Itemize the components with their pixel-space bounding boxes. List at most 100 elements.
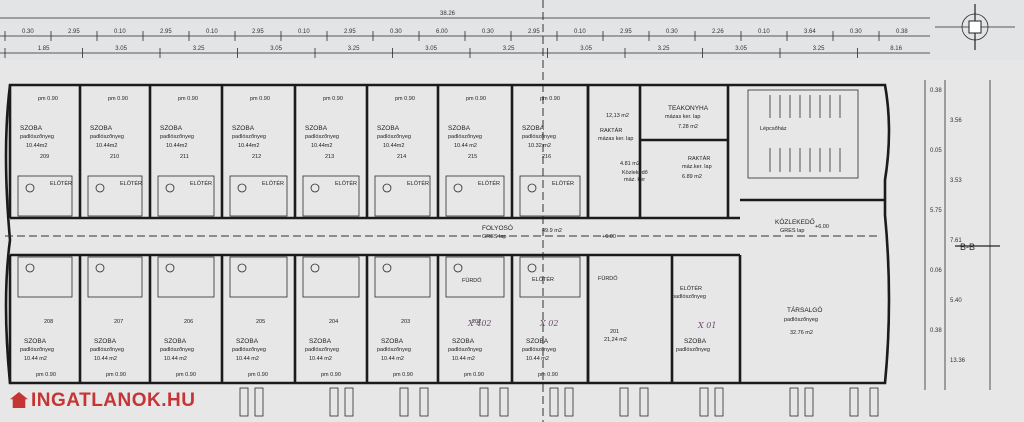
right-dim-value: 5.40 (950, 298, 962, 304)
window-mark (699, 387, 709, 417)
room-number: 209 (40, 154, 49, 160)
dim-row3-value: 3.25 (658, 46, 670, 52)
window-mark (419, 387, 429, 417)
handwritten-note-3: X 01 (697, 321, 716, 330)
dim-row2-value: 2.95 (528, 29, 540, 35)
teakonyha-name: TEAKONYHA (668, 105, 709, 112)
raktar2-floor: máz.ker. lap (682, 164, 712, 170)
sill-label: pm 0.90 (108, 96, 128, 102)
watermark-logo: INGATLANOK.HU (10, 390, 195, 412)
lepcsohaz-label: Lépcsőház (760, 126, 787, 132)
bathroom-box (157, 175, 215, 217)
room-number: 214 (397, 154, 406, 160)
sill-label: pm 0.90 (540, 96, 560, 102)
window-mark (329, 387, 339, 417)
room-floor: padlószőnyeg (377, 347, 411, 353)
room-area: 10.44 m2 (164, 356, 187, 362)
room-floor: padlószőnyeg (20, 347, 54, 353)
toilet-icon (382, 183, 392, 193)
furdo-right: FÜRDŐ (598, 275, 618, 282)
dim-row2-value: 3.64 (804, 29, 816, 35)
toilet-icon (453, 263, 463, 273)
room201-num: 201 (610, 329, 619, 335)
room201-area: 21,24 m2 (604, 337, 627, 343)
furdo-mid: FÜRDŐ (462, 277, 482, 284)
window-mark (564, 387, 574, 417)
paper-top (0, 0, 1024, 60)
right-dim-values: 0.383.560.053.535.757.610.065.400.3813.3… (930, 88, 966, 364)
room-area: 10.44 m2 (309, 356, 332, 362)
bathroom-box (445, 175, 505, 217)
toilet-icon (25, 183, 35, 193)
room-name: SZOBA (377, 125, 400, 132)
toilet-icon (237, 183, 247, 193)
eloter-label: ELŐTÉR (120, 180, 142, 187)
stairs-icon (747, 89, 859, 179)
sill-label: pm 0.90 (178, 96, 198, 102)
eloter-label: ELŐTÉR (190, 180, 212, 187)
dim-row2-value: 0.30 (390, 29, 402, 35)
sill-label: pm 0.90 (393, 372, 413, 378)
raktar-area: 12,13 m2 (606, 113, 629, 119)
room-floor: padlószőnyeg (160, 134, 194, 140)
dim-row3-value: 1.85 (38, 46, 50, 52)
dim-row3-value: 3.25 (348, 46, 360, 52)
room-area: 10.44m2 (238, 143, 259, 149)
room-floor: padlószőnyeg (522, 347, 556, 353)
kozlekedo-floor: GRES lap (780, 228, 804, 234)
handwritten-note-1: X 402 (467, 319, 492, 328)
room-number: 203 (401, 319, 410, 325)
dim-row3-value: 8.16 (890, 46, 902, 52)
room-area: 10.44m2 (26, 143, 47, 149)
bathroom-box (157, 256, 215, 298)
bathroom-box (17, 175, 73, 217)
window-mark (549, 387, 559, 417)
folyoso-name: FOLYOSÓ (482, 223, 513, 232)
room-number: 216 (542, 154, 551, 160)
level-mark-corridor: +6.00 (602, 234, 616, 240)
right-dim-value: 0.05 (930, 148, 942, 154)
dim-row2-value: 0.10 (574, 29, 586, 35)
toilet-icon (527, 263, 537, 273)
raktar2-name: RAKTÁR (688, 155, 710, 162)
eloter-mid: ELŐTÉR (532, 276, 554, 283)
room-floor: padlószőnyeg (305, 347, 339, 353)
room-name: SZOBA (309, 338, 332, 345)
bottom-window-sills (239, 387, 879, 417)
room-name: SZOBA (522, 125, 545, 132)
room-number: 202 (472, 319, 481, 325)
room-name: SZOBA (20, 125, 43, 132)
toilet-icon (165, 183, 175, 193)
room-area: 10.44 m2 (24, 356, 47, 362)
dim-row2-value: 6.00 (436, 29, 448, 35)
right-dimensions: B-B (924, 80, 1000, 390)
room-name: SZOBA (236, 338, 259, 345)
eloter-label: ELŐTÉR (335, 180, 357, 187)
room-area: 10.44m2 (96, 143, 117, 149)
room-number: 213 (325, 154, 334, 160)
window-mark (254, 387, 264, 417)
dim-row2-value: 2.95 (620, 29, 632, 35)
right-dim-value: 7.61 (950, 238, 962, 244)
sill-label: pm 0.90 (250, 96, 270, 102)
dim-row2-value: 2.26 (712, 29, 724, 35)
bathroom-box (519, 175, 581, 217)
room-name: SZOBA (160, 125, 183, 132)
toilet-icon (310, 183, 320, 193)
window-mark (399, 387, 409, 417)
room-number: 206 (184, 319, 193, 325)
window-mark (239, 387, 249, 417)
bathroom-box (17, 256, 73, 298)
folyoso-floor: GRES lap (482, 234, 506, 240)
room-number: 215 (468, 154, 477, 160)
house-icon (10, 392, 28, 408)
room-area: 10.44 m2 (454, 143, 477, 149)
kozlekedo-small-floor: máz. ker (624, 177, 645, 183)
room-number: 212 (252, 154, 261, 160)
dim-row2-value: 2.95 (252, 29, 264, 35)
raktar-name: RAKTÁR (600, 127, 622, 134)
